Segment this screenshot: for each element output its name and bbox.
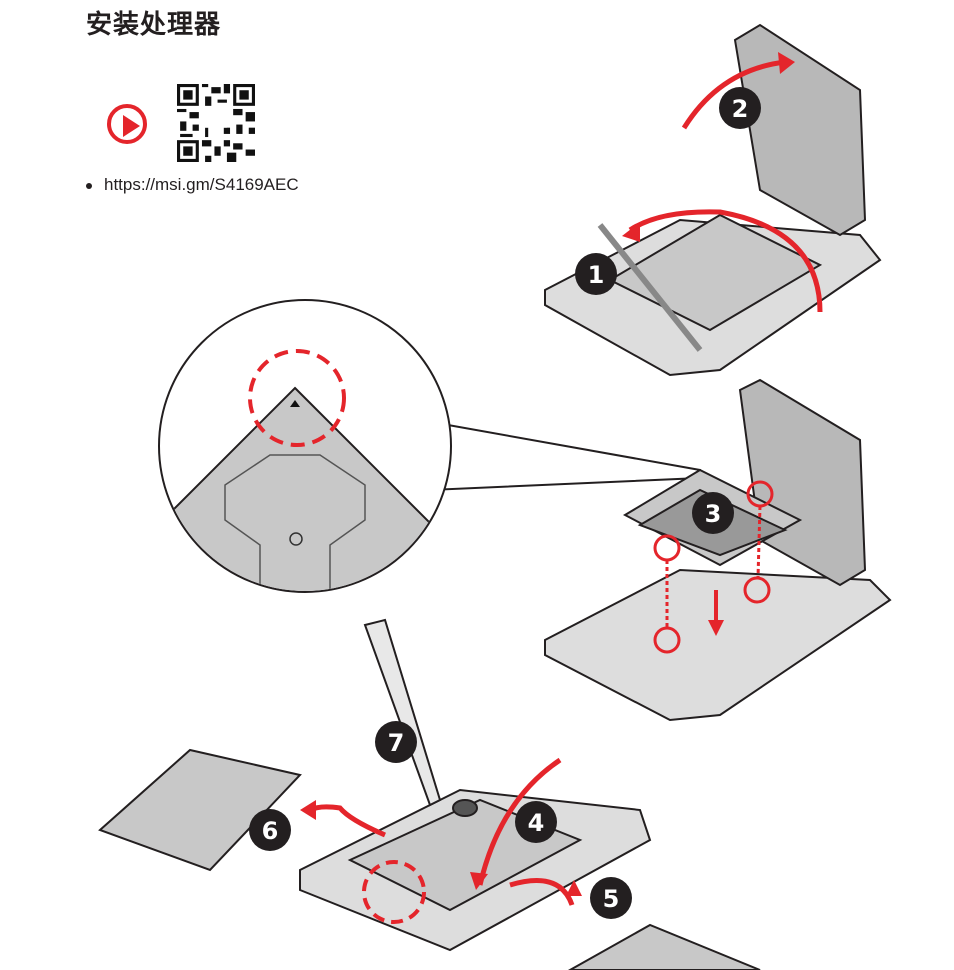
magnified-view [158, 299, 701, 593]
step-6-badge: 6 [249, 809, 291, 851]
svg-text:5: 5 [603, 885, 620, 913]
svg-text:4: 4 [528, 809, 545, 837]
step-7-badge: 7 [375, 721, 417, 763]
socket-step3 [544, 378, 892, 722]
svg-text:1: 1 [588, 261, 605, 289]
socket-step1-2 [544, 23, 882, 377]
step-4-badge: 4 [515, 801, 557, 843]
video-url[interactable]: https://msi.gm/S4169AEC [104, 175, 299, 194]
step-badges: 1 2 3 4 5 6 7 [249, 87, 761, 919]
play-icon[interactable] [107, 104, 147, 144]
bullet-icon [86, 182, 92, 189]
svg-text:7: 7 [388, 729, 405, 757]
qr-code-icon [177, 84, 255, 162]
step-2-badge: 2 [719, 87, 761, 129]
svg-text:2: 2 [732, 95, 749, 123]
svg-text:3: 3 [705, 500, 722, 528]
video-link[interactable]: https://msi.gm/S4169AEC [86, 175, 299, 195]
step-1-badge: 1 [575, 253, 617, 295]
step-3-badge: 3 [692, 492, 734, 534]
svg-text:6: 6 [262, 817, 279, 845]
step-5-badge: 5 [590, 877, 632, 919]
page-title: 安装处理器 [86, 10, 222, 40]
